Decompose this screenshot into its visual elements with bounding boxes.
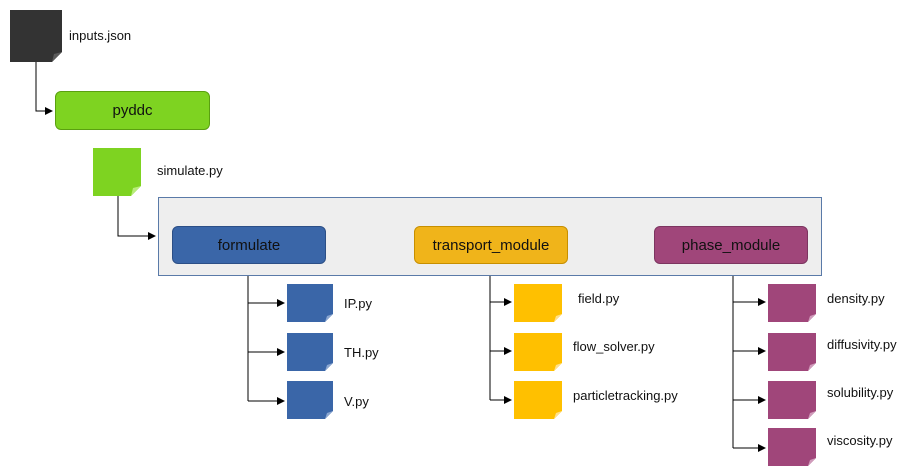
file-icon (768, 381, 816, 419)
file-icon (514, 381, 562, 419)
transport-module-label: transport_module (432, 236, 550, 254)
simulate-file-label: simulate.py (157, 163, 223, 178)
inputs-file-label: inputs.json (69, 28, 132, 43)
file-label-viscosity: viscosity.py (827, 433, 893, 448)
file-icon (514, 333, 562, 371)
file-label-particletracking: particletracking.py (573, 388, 678, 403)
file-label-th: TH.py (344, 345, 379, 360)
file-label-density: density.py (827, 291, 885, 306)
inputs-file-icon (10, 10, 62, 62)
file-label-diffusivity: diffusivity.py (827, 337, 897, 352)
file-label-field: field.py (578, 291, 620, 306)
transport-module-box: transport_module (414, 226, 568, 264)
file-label-flow-solver: flow_solver.py (573, 339, 655, 354)
pyddc-label: pyddc (112, 102, 153, 119)
file-label-ip: IP.py (344, 296, 372, 311)
file-icon (768, 333, 816, 371)
pyddc-package-box: pyddc (55, 91, 210, 130)
file-icon (287, 381, 333, 419)
phase-module-box: phase_module (654, 226, 808, 264)
formulate-module-box: formulate (172, 226, 326, 264)
file-icon (514, 284, 562, 322)
file-icon (768, 428, 816, 466)
simulate-file-icon (93, 148, 141, 196)
file-icon (287, 333, 333, 371)
phase-module-label: phase_module (681, 236, 781, 254)
file-label-v: V.py (344, 394, 369, 409)
formulate-label: formulate (217, 236, 281, 254)
file-icon (287, 284, 333, 322)
file-label-solubility: solubility.py (827, 385, 894, 400)
file-icon (768, 284, 816, 322)
